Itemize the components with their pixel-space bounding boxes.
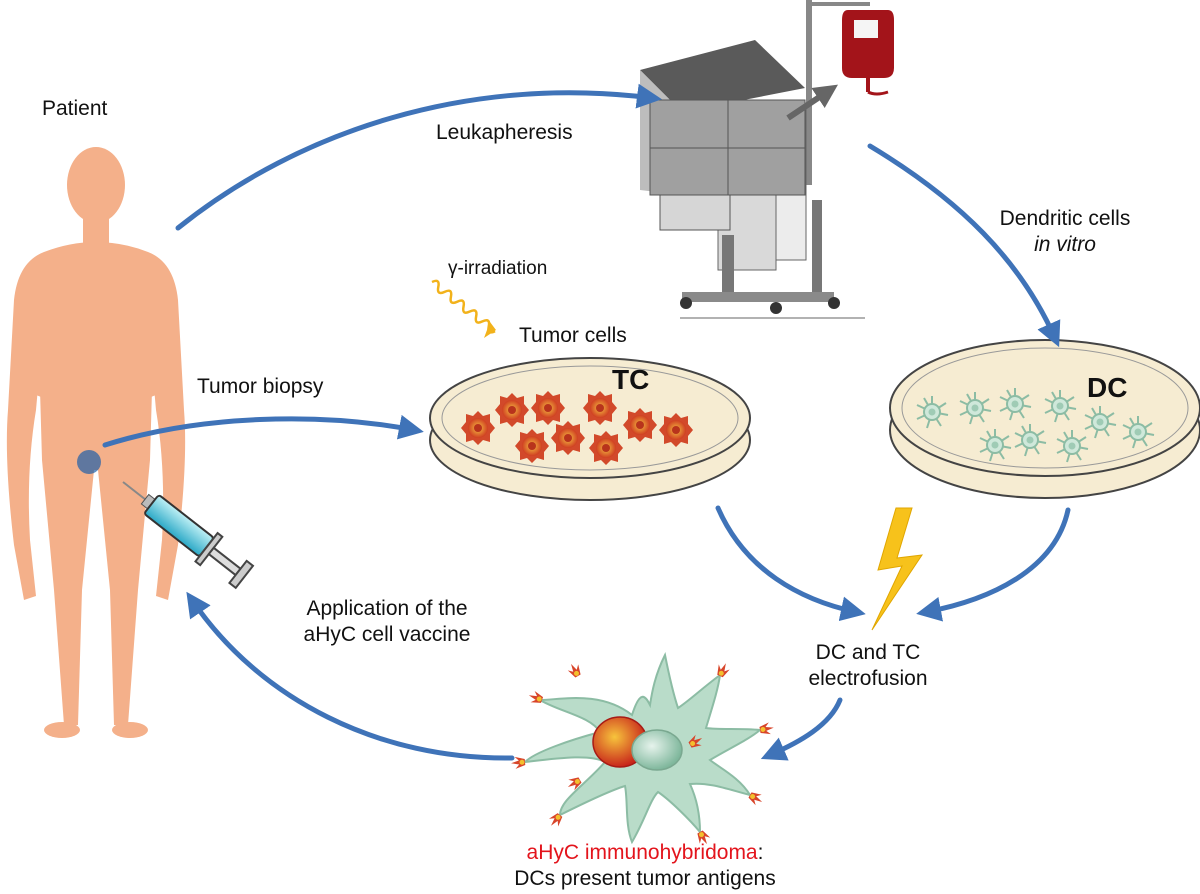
electrofusion-line1: DC and TC bbox=[815, 641, 921, 664]
tumor-site-icon bbox=[77, 450, 101, 474]
dc-dish-label: DC bbox=[1087, 372, 1128, 403]
transfer-arrow bbox=[786, 84, 838, 121]
arrow-patient-to-leukapheresis bbox=[175, 83, 662, 231]
tumor-biopsy-label: Tumor biopsy bbox=[197, 375, 324, 398]
hybridoma-line1: aHyC immunohybridoma: bbox=[440, 840, 850, 866]
gamma-irradiation-label: γ-irradiation bbox=[448, 258, 548, 279]
wave-icon bbox=[431, 279, 496, 334]
lightning-icon bbox=[871, 507, 924, 631]
hybridoma-highlight: aHyC immunohybridoma bbox=[526, 841, 758, 864]
wave-arrowhead bbox=[484, 322, 496, 338]
electrofusion-line2: electrofusion bbox=[808, 667, 928, 690]
arrow-fusion-to-hybridoma bbox=[760, 697, 843, 761]
flow-arrows bbox=[102, 83, 1071, 761]
dendritic-line2: in vitro bbox=[1034, 233, 1096, 256]
hybridoma-line2: DCs present tumor antigens bbox=[514, 867, 776, 890]
arrow-machine-to-dc bbox=[867, 143, 1061, 348]
dendritic-line1: Dendritic cells bbox=[999, 207, 1131, 230]
application-line2: aHyC cell vaccine bbox=[303, 623, 471, 646]
syringe-icon bbox=[122, 481, 255, 590]
leukapheresis-machine-icon bbox=[640, 0, 870, 319]
hybridoma-cell-icon bbox=[510, 651, 775, 848]
arrow-dc-to-fusion bbox=[916, 507, 1071, 622]
patient-label: Patient bbox=[42, 97, 108, 120]
arrow-biopsy-to-tc bbox=[102, 414, 424, 448]
application-label: Application of the aHyC cell vaccine bbox=[262, 596, 512, 648]
electrofusion-label: DC and TC electrofusion bbox=[768, 640, 968, 692]
blood-bag-icon bbox=[842, 10, 894, 96]
hybridoma-colon: : bbox=[757, 841, 764, 864]
tc-dish-label: TC bbox=[612, 364, 650, 395]
arrow-tc-to-fusion bbox=[715, 505, 866, 622]
tumor-cells-label: Tumor cells bbox=[519, 324, 627, 347]
hybridoma-label: aHyC immunohybridoma: DCs present tumor … bbox=[440, 840, 850, 892]
human-body-icon bbox=[6, 147, 186, 738]
leukapheresis-label: Leukapheresis bbox=[436, 121, 573, 144]
application-line1: Application of the bbox=[306, 597, 468, 620]
arrow-hybridoma-to-patient bbox=[186, 591, 515, 761]
dendritic-cells-label: Dendritic cells in vitro bbox=[960, 206, 1170, 258]
